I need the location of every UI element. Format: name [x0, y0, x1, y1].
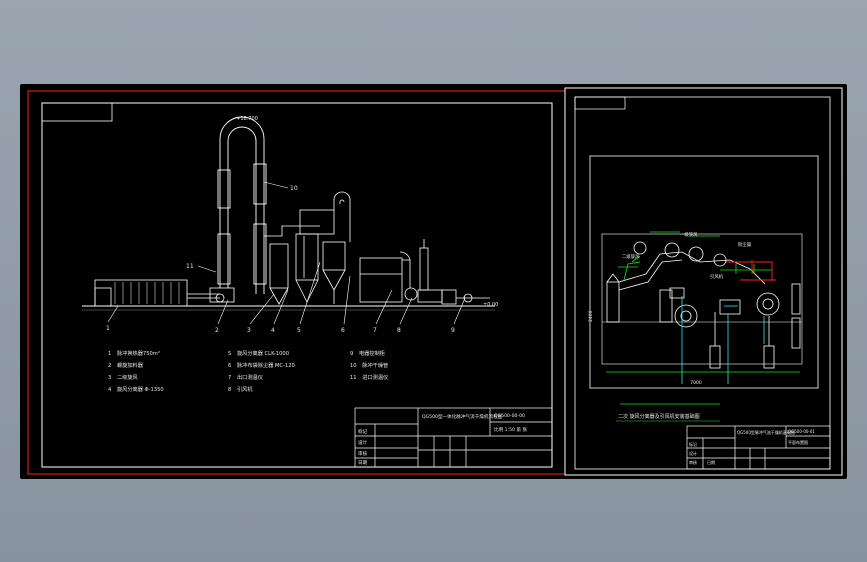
svg-text:3 二级旋风: 3 二级旋风: [108, 373, 139, 381]
chimney: [419, 239, 490, 305]
svg-text:2: 2: [215, 327, 219, 334]
right-title-text: QG500型脉冲气流干燥机基础图 QG500-00-01 平面布置图 标记 设计…: [689, 429, 815, 465]
svg-text:10 脉冲干燥管: 10 脉冲干燥管: [350, 361, 388, 369]
svg-text:日期: 日期: [707, 459, 715, 465]
svg-text:QG500型脉冲气流干燥机基础图: QG500型脉冲气流干燥机基础图: [737, 429, 795, 435]
right-sheet-outer: [564, 87, 843, 476]
elevation-top: +18.700: [236, 116, 258, 122]
svg-text:5 旋风分离器 CLK-1000: 5 旋风分离器 CLK-1000: [228, 349, 289, 357]
svg-text:8 引风机: 8 引风机: [228, 385, 253, 393]
svg-text:日期: 日期: [358, 460, 368, 466]
plan-equipment: [606, 241, 801, 369]
svg-text:9 电器控制柜: 9 电器控制柜: [350, 349, 385, 357]
svg-text:7000: 7000: [690, 380, 702, 386]
plan-labels: 二级旋风 一级旋风 引风机 除尘器: [622, 231, 752, 280]
svg-text:5: 5: [297, 327, 301, 334]
equipment-legend: 1 脉冲换热器750m² 2 螺旋加料器 3 二级旋风 4 旋风分离器 Φ-13…: [108, 349, 388, 393]
plan-caption: 二次 旋风分离器及引风机安装基础图: [618, 413, 700, 420]
heat-exchanger: [94, 279, 220, 307]
svg-text:8: 8: [397, 327, 401, 334]
svg-text:QG500-00-00: QG500-00-00: [494, 413, 525, 419]
svg-text:4 旋风分离器 Φ-1350: 4 旋风分离器 Φ-1350: [108, 385, 164, 393]
left-sheet: +18.700: [41, 102, 553, 468]
left-title-text: QG500型一体化脉冲气流干燥机流程图 QG500-00-00 比例 1:50 …: [358, 413, 527, 466]
svg-text:6: 6: [341, 327, 345, 334]
left-sheet-corner-tab: [41, 102, 113, 122]
svg-text:引风机: 引风机: [710, 273, 724, 280]
cad-drawing: +18.700: [27, 87, 843, 476]
cyclone-separator-2: [295, 233, 319, 303]
svg-text:2400: 2400: [588, 310, 594, 322]
svg-text:标记: 标记: [358, 428, 368, 435]
svg-text:平面布置图: 平面布置图: [788, 439, 808, 445]
red-annotations: [726, 260, 776, 281]
cyclone-separator-1: [264, 225, 320, 305]
drawing-viewport[interactable]: +18.700: [20, 84, 847, 479]
svg-text:标记: 标记: [689, 441, 697, 447]
svg-text:QG500型一体化脉冲气流干燥机流程图: QG500型一体化脉冲气流干燥机流程图: [422, 413, 503, 420]
induced-fan: [359, 251, 443, 303]
left-title-block: [354, 407, 553, 468]
svg-text:11 进口测温仪: 11 进口测温仪: [350, 373, 388, 381]
svg-text:设计: 设计: [689, 450, 697, 456]
svg-text:除尘器: 除尘器: [738, 241, 752, 248]
svg-text:7: 7: [373, 327, 377, 334]
svg-text:二级旋风: 二级旋风: [622, 253, 640, 260]
svg-text:审核: 审核: [689, 459, 697, 465]
elevation-right: ±0.00: [483, 302, 498, 308]
svg-text:6 脉冲布袋除尘器 MC-120: 6 脉冲布袋除尘器 MC-120: [228, 361, 295, 369]
right-title-block: [686, 425, 831, 470]
right-sheet: 7000 2400 二级旋风 一级旋风 引风机 除尘器 二次 旋风分离器及引风机…: [564, 87, 843, 476]
svg-text:一级旋风: 一级旋风: [680, 231, 698, 238]
cyan-annotations: [681, 296, 765, 384]
svg-text:11: 11: [186, 263, 194, 270]
svg-text:审核: 审核: [358, 450, 368, 457]
svg-text:1: 1: [106, 325, 110, 332]
callout-leaders: [107, 181, 466, 325]
callout-numbers: 1 2 3 4 5 6 7 8 9 10 11: [106, 185, 455, 334]
right-sheet-corner-tab: [574, 96, 626, 110]
svg-text:9: 9: [451, 327, 455, 334]
pulse-dryer-tube: [217, 116, 267, 294]
svg-text:1 脉冲换热器750m²: 1 脉冲换热器750m²: [108, 349, 160, 357]
svg-text:7 出口测温仪: 7 出口测温仪: [228, 373, 263, 381]
svg-text:QG500-00-01: QG500-00-01: [788, 429, 815, 434]
svg-text:4: 4: [271, 327, 275, 334]
svg-text:3: 3: [247, 327, 251, 334]
svg-text:10: 10: [290, 185, 298, 192]
screw-feeder: [209, 287, 235, 303]
svg-text:比例 1:50 第 张: 比例 1:50 第 张: [494, 426, 527, 433]
left-sheet-border: [41, 102, 553, 468]
bag-filter: [299, 191, 351, 304]
plan-dimensions: 7000 2400: [588, 310, 702, 386]
svg-text:设计: 设计: [358, 439, 368, 446]
green-annotations: [606, 231, 800, 405]
svg-text:2 螺旋加料器: 2 螺旋加料器: [108, 361, 144, 369]
right-sheet-inner: [574, 96, 831, 470]
